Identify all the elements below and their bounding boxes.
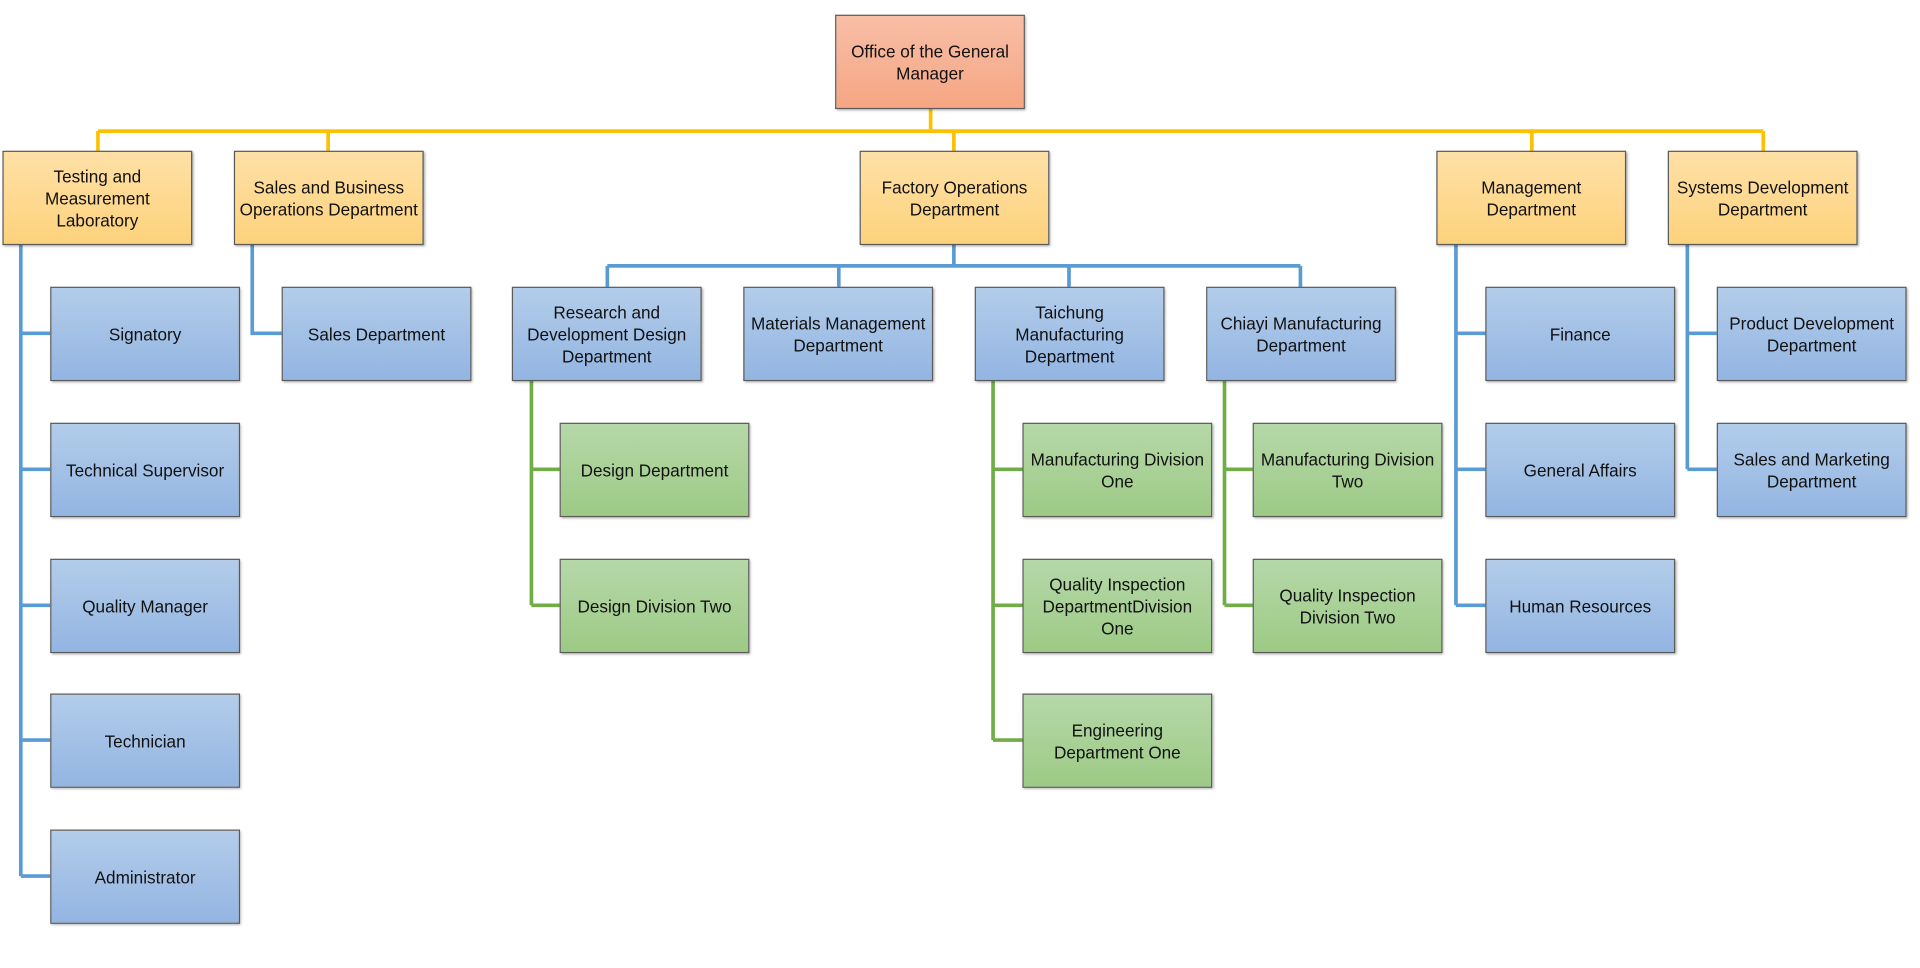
node-testing-lab[interactable]: Testing and Measurement Laboratory [2,150,193,246]
blue-connectors [18,245,1717,878]
green-connectors [529,381,1253,742]
node-quality-manager[interactable]: Quality Manager [50,558,241,654]
node-sales-marketing[interactable]: Sales and Marketing Department [1716,422,1907,518]
node-engineering-one[interactable]: Engineering Department One [1022,693,1213,788]
node-design-department[interactable]: Design Department [559,422,750,518]
node-materials-management[interactable]: Materials Management Department [743,286,934,382]
node-sales-department[interactable]: Sales Department [281,286,472,382]
node-administrator[interactable]: Administrator [50,829,241,924]
node-technician[interactable]: Technician [50,693,241,788]
node-manufacturing-division-one[interactable]: Manufacturing Division One [1022,422,1213,518]
node-technical-supervisor[interactable]: Technical Supervisor [50,422,241,518]
node-finance[interactable]: Finance [1485,286,1676,382]
top-connectors [96,109,1766,151]
node-chiayi-manufacturing[interactable]: Chiayi Manufacturing Department [1206,286,1396,382]
node-taichung-manufacturing[interactable]: Taichung Manufacturing Department [974,286,1165,382]
node-general-manager[interactable]: Office of the General Manager [835,14,1025,110]
node-manufacturing-division-two[interactable]: Manufacturing Division Two [1252,422,1443,518]
node-sales-business[interactable]: Sales and Business Operations Department [233,150,424,246]
node-rnd-design[interactable]: Research and Development Design Departme… [511,286,702,382]
node-factory-operations[interactable]: Factory Operations Department [859,150,1050,246]
node-management[interactable]: Management Department [1436,150,1627,246]
node-systems-development[interactable]: Systems Development Department [1667,150,1858,246]
node-design-division-two[interactable]: Design Division Two [559,558,750,654]
node-product-development[interactable]: Product Development Department [1716,286,1907,382]
node-general-affairs[interactable]: General Affairs [1485,422,1676,518]
node-quality-inspection-one[interactable]: Quality Inspection DepartmentDivision On… [1022,558,1213,654]
node-signatory[interactable]: Signatory [50,286,241,382]
node-quality-inspection-two[interactable]: Quality Inspection Division Two [1252,558,1443,654]
node-human-resources[interactable]: Human Resources [1485,558,1676,654]
